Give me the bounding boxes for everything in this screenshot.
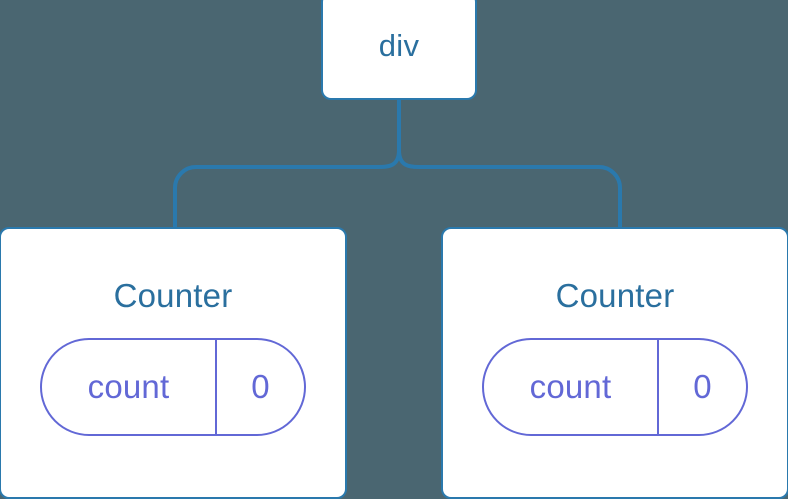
state-value-right: 0 xyxy=(659,340,746,434)
state-key-right: count xyxy=(484,340,659,434)
state-key-left-label: count xyxy=(87,368,170,405)
state-key-left: count xyxy=(42,340,217,434)
state-key-right-label: count xyxy=(529,368,612,405)
connector-branch-right xyxy=(397,149,622,228)
state-value-left: 0 xyxy=(217,340,304,434)
state-value-right-label: 0 xyxy=(693,368,712,405)
node-counter-right[interactable]: Counter count 0 xyxy=(441,227,788,499)
node-counter-left[interactable]: Counter count 0 xyxy=(0,227,347,499)
state-value-left-label: 0 xyxy=(251,368,270,405)
state-pill-left: count 0 xyxy=(40,338,306,436)
node-counter-right-title: Counter xyxy=(555,277,675,314)
connector-branch-left xyxy=(173,149,401,228)
node-div-label: div xyxy=(378,28,420,63)
node-counter-left-title: Counter xyxy=(113,277,233,314)
state-pill-right: count 0 xyxy=(482,338,748,436)
node-div[interactable]: div xyxy=(321,0,477,100)
